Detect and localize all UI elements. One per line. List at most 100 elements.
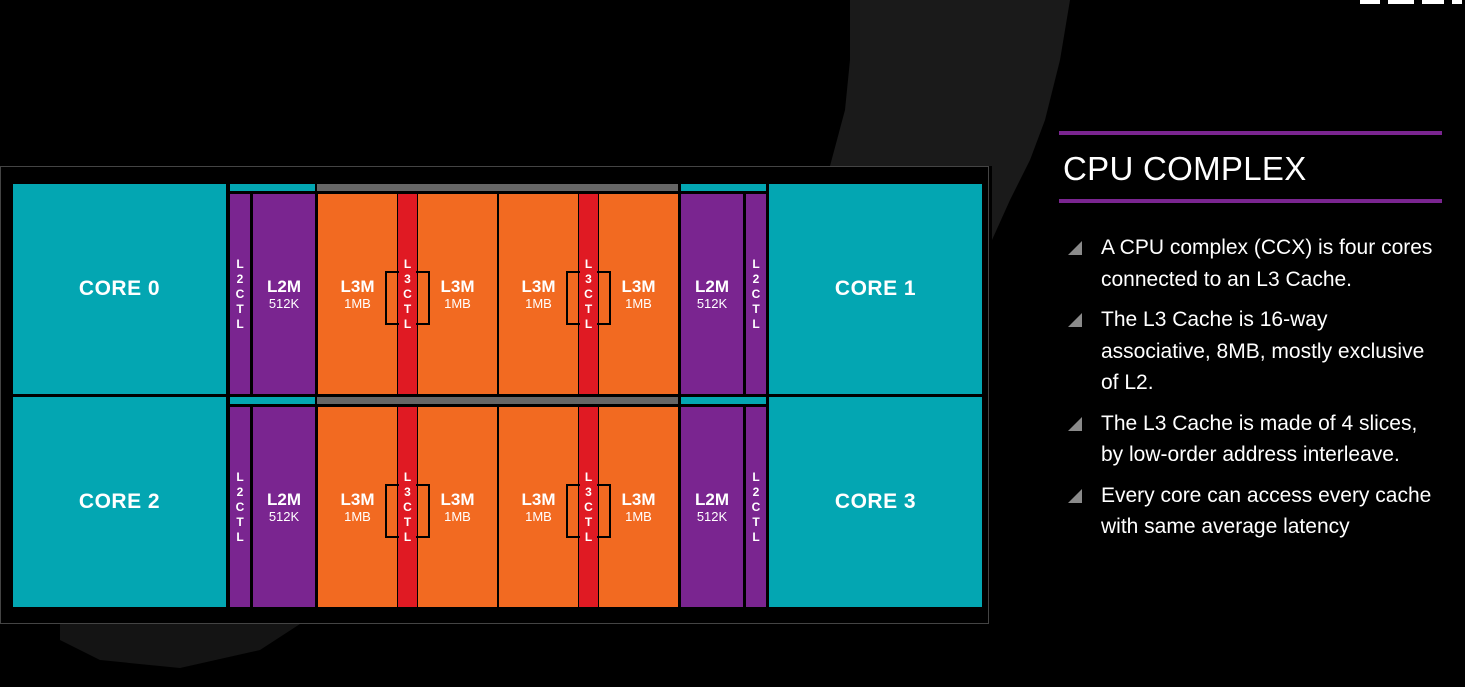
bullet-text: The L3 Cache is 16-way associative, 8MB,…: [1101, 308, 1425, 394]
vertical-letter: L: [752, 469, 760, 484]
vertical-letter: 3: [585, 271, 592, 286]
vertical-letter: L: [752, 256, 760, 271]
bullet-text: The L3 Cache is made of 4 slices, by low…: [1101, 411, 1418, 467]
core-block: CORE 1: [769, 184, 982, 394]
core-label: CORE 2: [78, 490, 161, 513]
cache-name: L3M: [621, 490, 656, 509]
vertical-letter: 3: [404, 271, 411, 286]
vertical-letter: 2: [236, 484, 244, 499]
cache-name: L3M: [621, 277, 656, 296]
l3ctl-bracket: [416, 484, 430, 538]
cache-size: 1MB: [444, 296, 471, 311]
l3ctl-bracket: [597, 271, 611, 325]
l3ctl-bracket: [416, 271, 430, 325]
vertical-letter: L: [236, 529, 244, 544]
vertical-letter: L: [403, 529, 412, 544]
panel-title: CPU COMPLEX: [1063, 150, 1307, 187]
l3ctl-bracket: [597, 484, 611, 538]
bullet-item: The L3 Cache is 16-way associative, 8MB,…: [1066, 304, 1436, 399]
bullet-text: Every core can access every cache with s…: [1101, 483, 1432, 539]
vertical-letter: C: [584, 286, 593, 301]
cache-name: L2M: [267, 277, 301, 296]
l2-interconnect-bar: [230, 397, 315, 404]
vertical-letter: T: [236, 301, 244, 316]
bullet-item: A CPU complex (CCX) is four cores connec…: [1066, 232, 1436, 295]
l2-interconnect-bar: [681, 397, 766, 404]
core-block: CORE 2: [13, 397, 226, 607]
core-label: CORE 1: [834, 277, 917, 300]
title-top-rule: [1059, 131, 1442, 135]
cache-size: 1MB: [525, 509, 552, 524]
vertical-letter: C: [235, 286, 245, 301]
vertical-letter: L: [236, 316, 244, 331]
cache-size: 1MB: [625, 296, 652, 311]
cache-size: 512K: [268, 296, 300, 311]
cache-size: 1MB: [344, 509, 371, 524]
vertical-letter: C: [403, 286, 412, 301]
logo-fragment: [1360, 0, 1462, 4]
cache-name: L3M: [440, 490, 475, 509]
vertical-letter: L: [584, 316, 593, 331]
core-label: CORE 3: [834, 490, 917, 513]
vertical-letter: C: [751, 286, 761, 301]
vertical-letter: T: [584, 514, 593, 529]
vertical-letter: T: [752, 301, 760, 316]
cache-name: L3M: [340, 490, 375, 509]
vertical-letter: T: [403, 514, 412, 529]
triangle-bullet-icon: [1068, 488, 1082, 503]
vertical-letter: 2: [752, 484, 760, 499]
cache-name: L2M: [267, 490, 301, 509]
vertical-letter: L: [403, 256, 412, 271]
cache-size: 512K: [696, 509, 728, 524]
vertical-letter: 3: [404, 484, 411, 499]
bullet-item: Every core can access every cache with s…: [1066, 480, 1436, 543]
cache-size: 512K: [696, 296, 728, 311]
vertical-letter: L: [236, 256, 244, 271]
vertical-letter: L: [752, 316, 760, 331]
cache-size: 512K: [268, 509, 300, 524]
l2-interconnect-bar: [230, 184, 315, 191]
cache-size: 1MB: [525, 296, 552, 311]
vertical-letter: 2: [752, 271, 760, 286]
triangle-bullet-icon: [1068, 241, 1082, 255]
triangle-bullet-icon: [1068, 313, 1082, 327]
vertical-letter: 3: [585, 484, 592, 499]
vertical-letter: T: [752, 514, 760, 529]
l3ctl-bracket: [385, 484, 399, 538]
vertical-letter: C: [403, 499, 412, 514]
vertical-letter: L: [752, 529, 760, 544]
